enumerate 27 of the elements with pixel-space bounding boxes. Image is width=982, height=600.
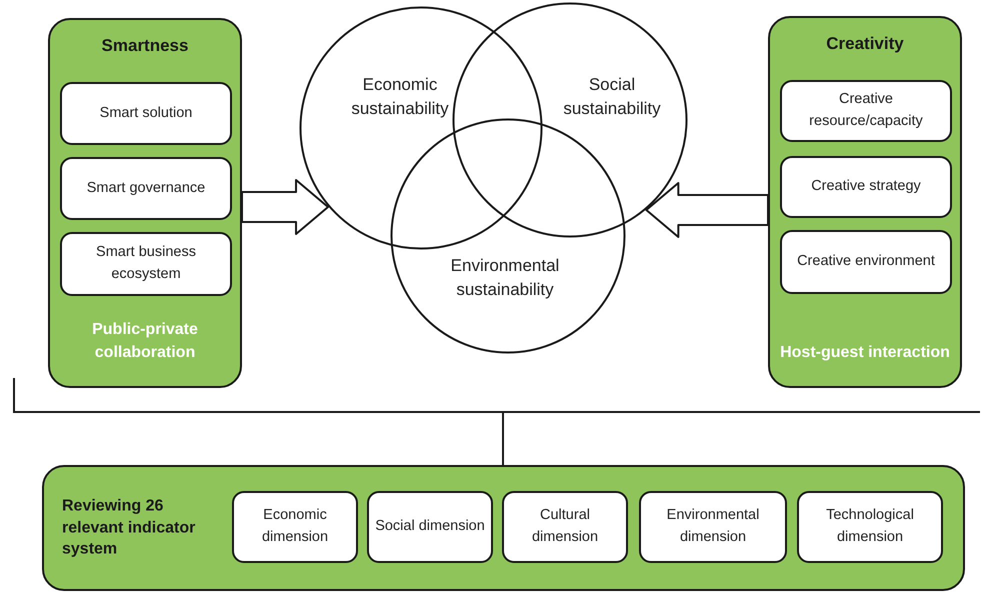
panel-title: Reviewing 26 relevant indicator system — [62, 496, 196, 560]
circle-label: Environmental sustainability — [450, 255, 560, 301]
venn-circle — [390, 118, 626, 354]
panel-heading: Smartness — [100, 36, 190, 56]
circle-label: Economic sustainability — [350, 74, 450, 120]
item-box: Creative strategy — [780, 156, 952, 218]
item-box: Smart business ecosystem — [60, 232, 232, 296]
venn-circle — [452, 2, 688, 238]
venn-circle — [299, 6, 543, 250]
item-box: Environmental dimension — [639, 491, 787, 563]
item-box: Cultural dimension — [502, 491, 628, 563]
item-box: Smart governance — [60, 157, 232, 220]
group-panel — [42, 465, 965, 591]
item-box: Economic dimension — [232, 491, 358, 563]
group-panel — [48, 18, 242, 388]
panel-footer-text: Public-private collaboration — [91, 320, 199, 363]
block-arrow — [645, 182, 769, 238]
block-arrow — [241, 179, 330, 235]
item-box: Creative resource/capacity — [780, 80, 952, 142]
item-box: Technological dimension — [797, 491, 943, 563]
item-box: Social dimension — [367, 491, 493, 563]
panel-footer-text: Host-guest interaction — [779, 342, 951, 363]
circle-label: Social sustainability — [562, 74, 662, 120]
group-panel — [768, 16, 962, 388]
item-box: Smart solution — [60, 82, 232, 145]
panel-heading: Creativity — [825, 34, 905, 54]
item-box: Creative environment — [780, 230, 952, 294]
